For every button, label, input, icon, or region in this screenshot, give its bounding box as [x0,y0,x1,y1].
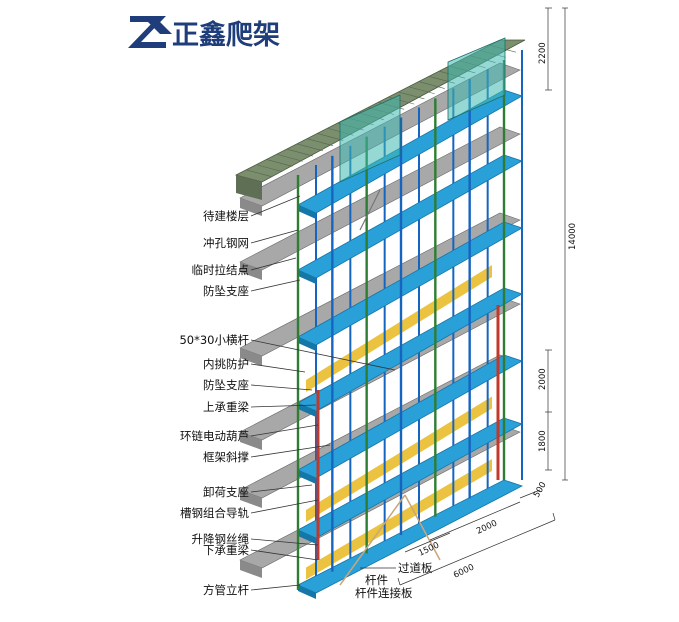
label-temp-tie-point: 临时拉结点 [192,263,250,277]
label-anti-fall-support-1: 防坠支座 [203,284,249,298]
deck-edge [298,337,316,351]
floor-stripe [418,81,445,89]
deck-edge [298,470,316,484]
leader-line [250,499,319,514]
leader-line [250,424,319,437]
floor-stripe [266,159,293,167]
label-lower-beam: 下承重梁 [203,543,249,557]
dim-top: 2200 [538,42,548,64]
leader-line [250,257,297,271]
frame-brace [404,494,441,561]
floor-stripe [256,164,283,172]
deck-edge [298,585,316,599]
zx-logo-icon [128,16,172,48]
label-pending-floor: 待建楼层 [203,209,249,223]
label-small-crossbar: 50*30小横杆 [179,333,249,347]
floor-stripe [235,174,263,183]
frame-brace [339,494,406,586]
label-anti-fall-support-2: 防坠支座 [203,378,249,392]
dim-total-height: 14000 [568,223,578,250]
label-inner-protection: 内挑防护 [203,357,249,371]
label-upper-beam: 上承重梁 [203,400,249,414]
floor-stripe [408,86,435,95]
leader-line [250,444,331,458]
label-chain-hoist: 环链电动葫芦 [180,429,249,443]
floor-stripe [317,133,344,141]
floor-slab-edge [240,348,262,366]
brand-name: 正鑫爬架 [172,19,280,51]
label-walkway-board: 过道板 [398,561,433,575]
toe-board [306,265,492,392]
brand-logo: 正鑫爬架 [128,16,280,51]
leader-line [250,549,319,561]
floor-stripe [246,169,273,178]
floor-stripe [398,91,425,100]
dim-total-length: 6000 [452,563,476,581]
dim-mid: 2000 [538,368,548,390]
floor-slab-edge [240,432,262,450]
floor-stripe [306,138,334,146]
leader-line [250,384,313,391]
floor-slab-edge [240,198,262,216]
floor-slab-edge [240,490,262,508]
dim-lower: 1800 [538,430,548,452]
label-square-tube-post: 方管立杆 [203,583,249,597]
leader-line [250,229,299,244]
label-lifting-wire-rope: 升降钢丝绳 [192,532,250,546]
deck-edge [298,530,316,544]
leader-line [250,404,317,408]
floor-stripe [286,148,313,157]
scaffold-structure [296,50,524,599]
leader-line [250,538,319,546]
bottom-labels: 过道板 杆件 杆件连接板 [355,561,433,600]
dim-depth: 500 [532,480,549,499]
label-bar-connector-board: 杆件连接板 [355,586,413,600]
deck-edge [298,270,316,284]
leader-line [250,484,313,493]
inner-brace [359,189,381,231]
label-perforated-mesh: 冲孔钢网 [203,236,249,250]
leader-line [250,279,301,292]
label-frame-brace: 框架斜撑 [203,450,249,464]
leader-line [250,363,306,373]
deck-edge [298,205,316,219]
perforated-mesh-panels [339,37,506,183]
toe-board [306,396,492,522]
label-bar-member: 杆件 [365,573,388,587]
deck-edge [298,403,316,417]
label-unload-support: 卸荷支座 [203,485,249,499]
callout-labels: 待建楼层冲孔钢网临时拉结点防坠支座50*30小横杆内挑防护防坠支座上承重梁环链电… [179,195,396,597]
floor-slab-edge [240,262,262,280]
floor-stripe [296,143,324,152]
leader-line [250,339,396,371]
leader-line [250,195,301,217]
dim-span-right: 2000 [475,519,499,537]
label-channel-guide-rail: 槽钢组合导轨 [180,506,249,520]
floor-slab-edge [240,560,262,578]
floor-stripe [276,153,303,162]
leader-line [250,584,301,591]
toe-board [306,459,492,580]
